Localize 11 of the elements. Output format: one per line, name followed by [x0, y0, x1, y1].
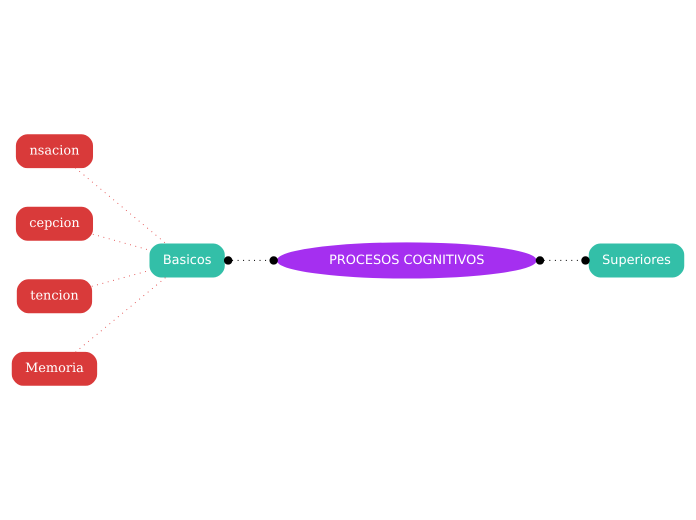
connector [74, 167, 167, 244]
node-box: nsacion [16, 134, 94, 168]
connector [75, 276, 167, 353]
node-ellipse: PROCESOS COGNITIVOS [276, 242, 537, 279]
connector [536, 256, 590, 265]
node-box: Memoria [12, 352, 98, 386]
node-box: tencion [16, 279, 92, 314]
node-box: Superiores [588, 243, 684, 278]
node-box: cepcion [16, 206, 94, 241]
node-box: Basicos [149, 243, 225, 278]
connector [224, 256, 278, 265]
